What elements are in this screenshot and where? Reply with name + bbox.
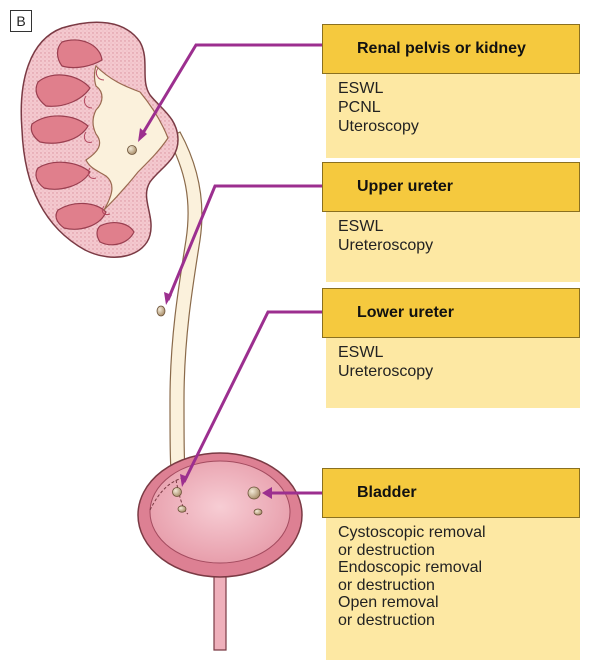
site-header-lower-ureter: Lower ureter (322, 288, 580, 338)
site-treatments-renal-pelvis: ESWL PCNL Uteroscopy (326, 74, 580, 158)
treatment-item: ESWL (338, 80, 568, 99)
treatment-item: Endoscopic removal (338, 559, 568, 577)
site-treatments-upper-ureter: ESWL Ureteroscopy (326, 212, 580, 282)
site-name-label: Lower ureter (357, 303, 454, 323)
stone-renal-pelvis (128, 146, 137, 155)
stone-lower-ureter (173, 488, 182, 497)
site-header-bladder: Bladder (322, 468, 580, 518)
stone-upper-ureter (157, 306, 165, 316)
stone-bladder (248, 487, 260, 499)
site-header-renal-pelvis: Renal pelvis or kidney (322, 24, 580, 74)
site-name-label: Bladder (357, 483, 417, 503)
treatment-item: ESWL (338, 344, 568, 363)
site-treatments-bladder: Cystoscopic removal or destruction Endos… (326, 518, 580, 660)
kidney (21, 22, 178, 257)
site-treatments-lower-ureter: ESWL Ureteroscopy (326, 338, 580, 408)
treatment-item: or destruction (338, 612, 568, 630)
treatment-item: Ureteroscopy (338, 237, 568, 256)
site-name-label: Renal pelvis or kidney (357, 39, 526, 59)
stone-bladder-small-2 (254, 509, 262, 515)
site-name-label: Upper ureter (357, 177, 453, 197)
treatment-item: Uteroscopy (338, 118, 568, 137)
site-header-upper-ureter: Upper ureter (322, 162, 580, 212)
stone-bladder-small-1 (178, 506, 186, 512)
bladder (138, 453, 302, 650)
ureter (168, 132, 202, 485)
treatment-item: PCNL (338, 99, 568, 118)
treatment-item: Ureteroscopy (338, 363, 568, 382)
treatment-item: or destruction (338, 577, 568, 595)
treatment-item: Cystoscopic removal (338, 524, 568, 542)
treatment-item: or destruction (338, 542, 568, 560)
treatment-item: ESWL (338, 218, 568, 237)
treatment-item: Open removal (338, 594, 568, 612)
